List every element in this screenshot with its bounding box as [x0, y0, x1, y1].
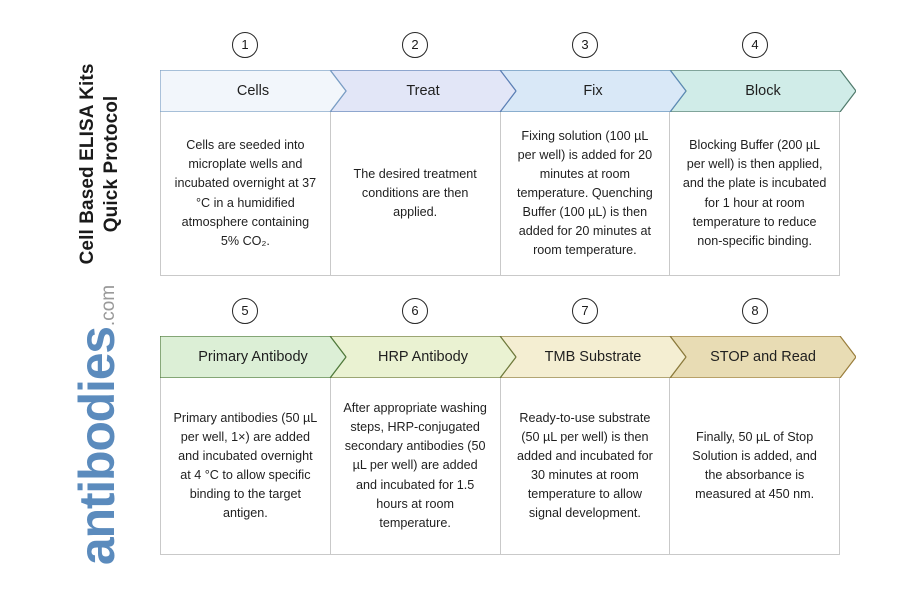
- step-number-badge-6: 6: [402, 298, 428, 324]
- step-description-1: Cells are seeded into microplate wells a…: [161, 112, 331, 275]
- step-description-text-6: After appropriate washing steps, HRP-con…: [343, 401, 487, 530]
- step-description-text-7: Ready-to-use substrate (50 µL per well) …: [516, 410, 653, 521]
- step-description-3: Fixing solution (100 µL per well) is add…: [500, 112, 671, 275]
- chevron-band-2: Primary Antibody HRP Antibody TMB Substrat…: [160, 336, 856, 378]
- flow-step-shape-5: [160, 336, 346, 378]
- step-number-badge-4: 4: [742, 32, 768, 58]
- brand-tld: .com: [98, 284, 119, 327]
- chevron-band-1: Cells Treat Fix Block: [160, 70, 856, 112]
- flow-step-label-5: Primary Antibody: [198, 349, 308, 365]
- branding-rail: Cell Based ELISA Kits Quick Protocol ant…: [0, 0, 155, 594]
- step-description-text-4: Blocking Buffer (200 µL per well) is the…: [682, 138, 827, 248]
- step-badge-strip-1: 1 2 3 4: [160, 32, 840, 70]
- page-title-line-2: Quick Protocol: [101, 95, 122, 233]
- step-description-text-2: The desired treatment conditions are the…: [353, 166, 477, 220]
- flow-step-label-8: STOP and Read: [710, 349, 816, 365]
- step-number-badge-5: 5: [232, 298, 258, 324]
- flow-step-shape-4: [670, 70, 856, 112]
- flow-step-shape-2: [330, 70, 516, 112]
- flow-step-4[interactable]: Block: [670, 70, 856, 112]
- step-description-6: After appropriate washing steps, HRP-con…: [330, 378, 501, 554]
- flow-step-shape-3: [500, 70, 686, 112]
- flow-step-shape-8: [670, 336, 856, 378]
- flow-step-1[interactable]: Cells: [160, 70, 346, 112]
- step-description-text-1: Cells are seeded into microplate wells a…: [174, 138, 317, 248]
- step-description-4: Blocking Buffer (200 µL per well) is the…: [670, 112, 840, 275]
- step-badge-strip-2: 5 6 7 8: [160, 298, 840, 336]
- page-title: Cell Based ELISA Kits Quick Protocol: [76, 19, 124, 309]
- brand-logo: antibodies .com: [69, 280, 125, 570]
- step-number-badge-8: 8: [742, 298, 768, 324]
- step-description-text-3: Fixing solution (100 µL per well) is add…: [516, 128, 653, 258]
- flow-step-6[interactable]: HRP Antibody: [330, 336, 516, 378]
- flow-step-8[interactable]: STOP and Read: [670, 336, 856, 378]
- step-description-8: Finally, 50 µL of Stop Solution is added…: [670, 378, 840, 554]
- flow-step-label-4: Block: [745, 83, 781, 99]
- step-number-badge-7: 7: [572, 298, 598, 324]
- flow-step-label-1: Cells: [236, 83, 270, 99]
- flow-step-2[interactable]: Treat: [330, 70, 516, 112]
- flow-step-shape-1: [160, 70, 346, 112]
- flow-step-5[interactable]: Primary Antibody: [160, 336, 346, 378]
- step-number-badge-1: 1: [232, 32, 258, 58]
- protocol-row-2: 5 6 7 8 Primary Antibody HRP Antibody TMB Sub…: [160, 298, 856, 555]
- description-row-1: Cells are seeded into microplate wells a…: [160, 112, 840, 276]
- step-description-5: Primary antibodies (50 µL per well, 1×) …: [161, 378, 331, 554]
- page-title-line-1: Cell Based ELISA Kits: [77, 63, 99, 265]
- description-row-2: Primary antibodies (50 µL per well, 1×) …: [160, 378, 840, 555]
- flow-step-label-7: TMB Substrate: [544, 349, 642, 365]
- step-number-badge-3: 3: [572, 32, 598, 58]
- flow-step-label-3: Fix: [583, 83, 603, 99]
- flow-step-label-2: Treat: [406, 83, 440, 99]
- step-description-text-8: Finally, 50 µL of Stop Solution is added…: [692, 429, 817, 502]
- step-number-badge-2: 2: [402, 32, 428, 58]
- flow-step-shape-6: [330, 336, 516, 378]
- protocol-row-1: 1 2 3 4 Cells Treat Fix Block Cells are seeded…: [160, 32, 856, 276]
- step-description-2: The desired treatment conditions are the…: [330, 112, 501, 275]
- brand-name: antibodies: [69, 327, 125, 566]
- flow-step-3[interactable]: Fix: [500, 70, 686, 112]
- step-description-text-5: Primary antibodies (50 µL per well, 1×) …: [173, 410, 318, 521]
- step-description-7: Ready-to-use substrate (50 µL per well) …: [500, 378, 671, 554]
- flow-step-shape-7: [500, 336, 686, 378]
- flow-step-label-6: HRP Antibody: [377, 349, 468, 365]
- flow-step-7[interactable]: TMB Substrate: [500, 336, 686, 378]
